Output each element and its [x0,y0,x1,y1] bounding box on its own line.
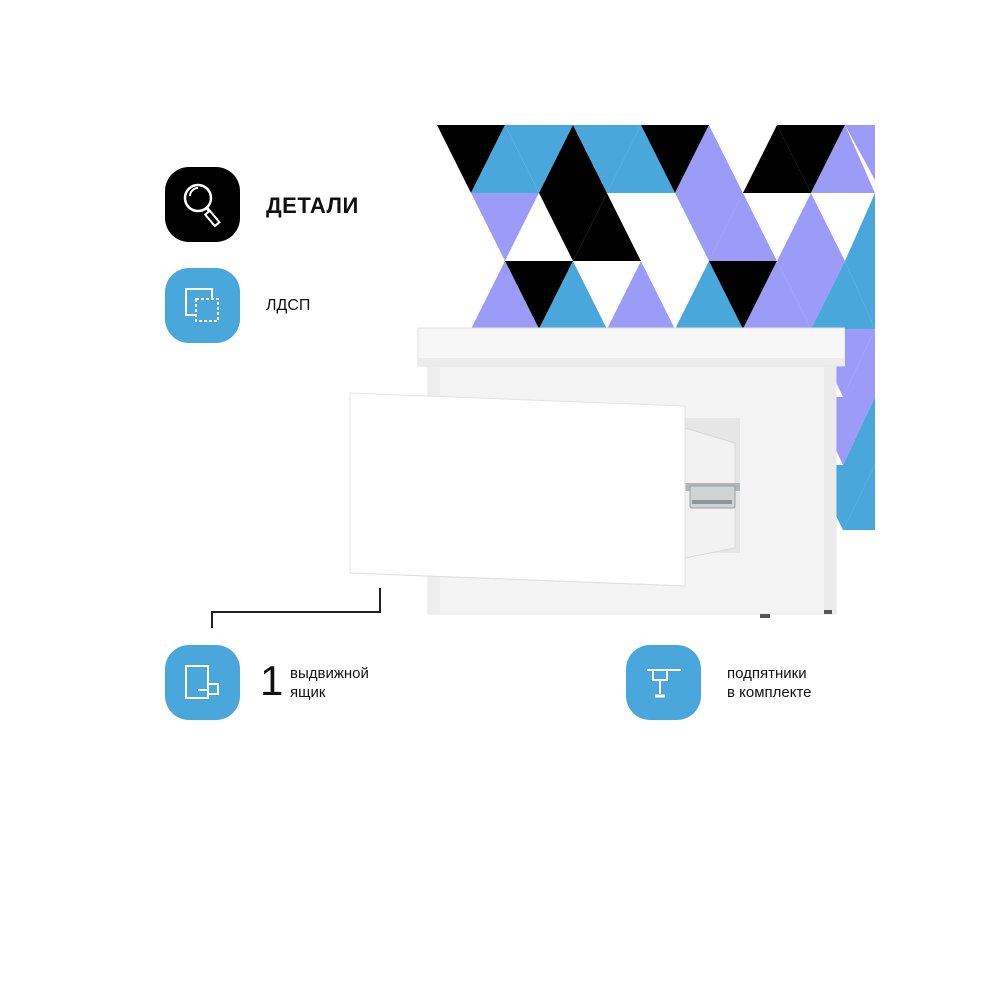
drawer-text-line2: ящик [290,684,326,701]
furniture-foot-icon [646,668,681,697]
nightstand-image [349,327,845,618]
feet-badge [626,645,701,720]
drawer-icon [184,664,219,699]
drawer-description: выдвижной ящик [290,664,369,702]
callout-line [211,588,381,628]
magnifier-icon [183,183,221,227]
panel-icon [184,287,219,322]
material-label: ЛДСП [266,297,311,314]
details-title: ДЕТАЛИ [266,193,359,218]
drawer-text-line1: выдвижной [290,665,369,682]
material-badge [165,268,240,343]
drawer-count: 1 [260,657,284,704]
feet-text-line1: подпятники [727,665,807,682]
details-badge [165,167,240,242]
triangle-pattern-background [437,125,875,530]
drawer-badge [165,645,240,720]
feet-description: подпятники в комплекте [727,664,812,702]
feet-text-line2: в комплекте [727,684,812,701]
